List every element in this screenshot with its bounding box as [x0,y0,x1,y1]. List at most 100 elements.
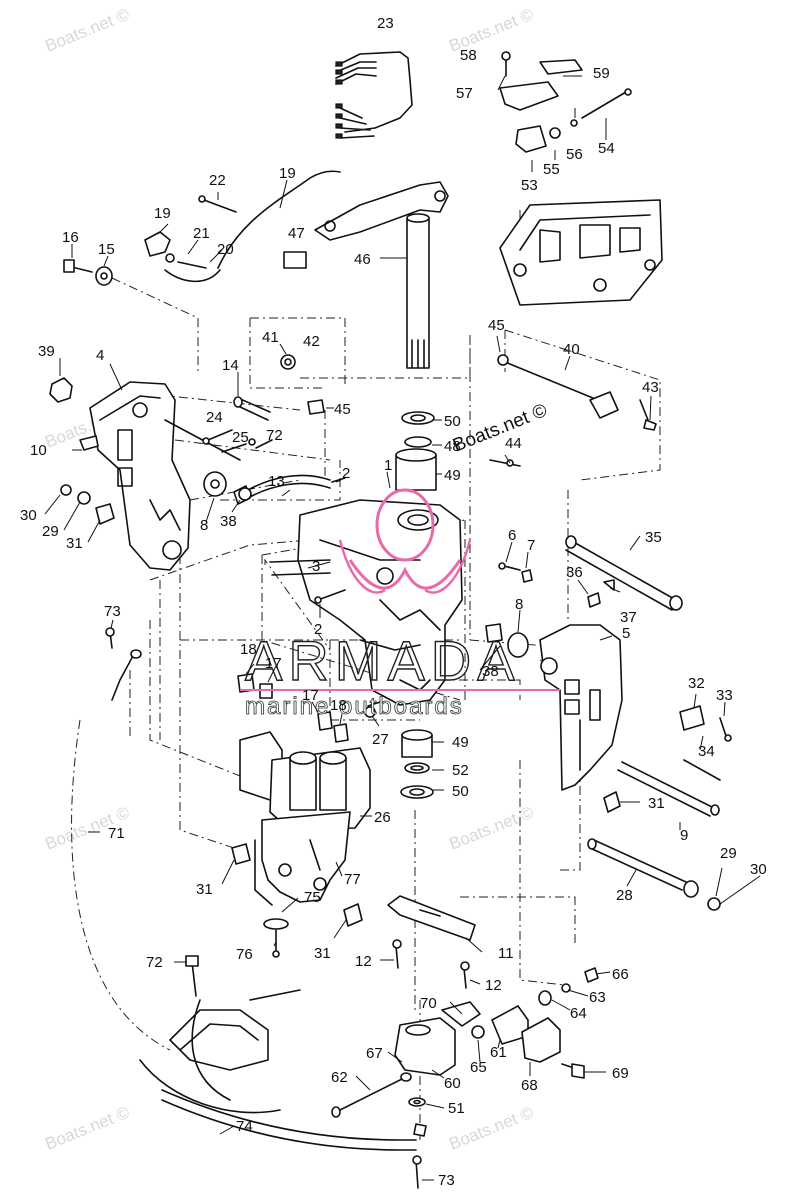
callout-56: 56 [566,146,583,163]
callout-69: 69 [612,1065,629,1082]
callout-21: 21 [193,225,210,242]
spring-13 [238,474,346,604]
nut-39-clip-10 [49,377,99,451]
callout-52: 52 [452,762,469,779]
callout-5: 5 [622,625,630,642]
callout-30: 30 [750,861,767,878]
callout-20: 20 [217,241,234,258]
watermark-text: Boats.net © [446,803,536,854]
callout-25: 25 [232,429,249,446]
callout-57: 57 [456,85,473,102]
callout-31: 31 [648,795,665,812]
callout-23: 23 [377,15,394,32]
small-fasteners [63,170,341,286]
swivel-bracket-right [485,623,732,817]
callout-55: 55 [543,161,560,178]
callout-74: 74 [236,1118,253,1135]
callout-8: 8 [200,517,208,534]
logo-main-text: ARMADA [245,629,521,692]
callout-31: 31 [66,535,83,552]
callout-8: 8 [515,596,523,613]
callout-19: 19 [154,205,171,222]
callout-36: 36 [566,564,583,581]
callout-44: 44 [505,435,522,452]
callout-3: 3 [312,558,320,575]
callout-43: 43 [642,379,659,396]
callout-38: 38 [482,663,499,680]
tube-35 [498,535,683,611]
callout-54: 54 [598,140,615,157]
callout-30: 30 [20,507,37,524]
lower-cable [139,955,417,1151]
leader-lines [44,75,761,1181]
callout-35: 35 [645,529,662,546]
callout-12: 12 [485,977,502,994]
callout-40: 40 [563,341,580,358]
callout-22: 22 [209,172,226,189]
callout-13: 13 [268,473,285,490]
callout-45: 45 [488,317,505,334]
callout-49: 49 [444,467,461,484]
callout-17: 17 [302,687,319,704]
wiring-harness-23 [335,51,413,139]
callout-68: 68 [521,1077,538,1094]
callout-66: 66 [612,966,629,983]
lever-assembly [499,51,632,153]
callout-62: 62 [331,1069,348,1086]
callout-50: 50 [452,783,469,800]
callout-7: 7 [527,537,535,554]
callout-48: 48 [444,438,461,455]
callout-39: 39 [38,343,55,360]
callout-15: 15 [98,241,115,258]
callout-31: 31 [314,945,331,962]
callout-31: 31 [196,881,213,898]
callout-50: 50 [444,413,461,430]
bushings-bottom [231,843,363,958]
callout-51: 51 [448,1100,465,1117]
assembly-guides [71,210,661,1140]
callout-9: 9 [680,827,688,844]
callout-18: 18 [330,697,347,714]
callout-37: 37 [620,609,637,626]
callout-17: 17 [265,655,282,672]
callout-18: 18 [240,641,257,658]
callout-19: 19 [279,165,296,182]
callout-49: 49 [452,734,469,751]
callout-32: 32 [688,675,705,692]
logo-sub-text: marine outboards [245,693,464,720]
callout-10: 10 [30,442,47,459]
callout-70: 70 [420,995,437,1012]
callout-2: 2 [314,621,322,638]
callout-45: 45 [334,401,351,418]
callout-16: 16 [62,229,79,246]
callout-38: 38 [220,513,237,530]
callout-63: 63 [589,989,606,1006]
callout-33: 33 [716,687,733,704]
lower-steering-parts [331,967,599,1189]
callout-27: 27 [372,731,389,748]
collar-41-42 [280,354,325,415]
callout-67: 67 [366,1045,383,1062]
plate-11 [387,895,476,989]
mount-plate [499,199,663,306]
tilt-trim-unit [239,731,371,906]
callout-61: 61 [490,1044,507,1061]
pin-14 [202,396,273,453]
bushing-stack-lower [400,729,434,799]
tube-28 [587,838,721,911]
callout-72: 72 [146,954,163,971]
callout-4: 4 [96,347,104,364]
watermark-text: Boats.net © [42,5,132,56]
tilt-rod-40 [489,354,657,467]
callout-53: 53 [521,177,538,194]
callout-11: 11 [498,945,514,962]
callout-46: 46 [354,251,371,268]
callout-1: 1 [384,457,392,474]
callout-72: 72 [266,427,283,444]
callout-60: 60 [444,1075,461,1092]
callout-2: 2 [342,465,350,482]
callout-14: 14 [222,357,239,374]
callout-58: 58 [460,47,477,64]
callout-77: 77 [344,871,361,888]
